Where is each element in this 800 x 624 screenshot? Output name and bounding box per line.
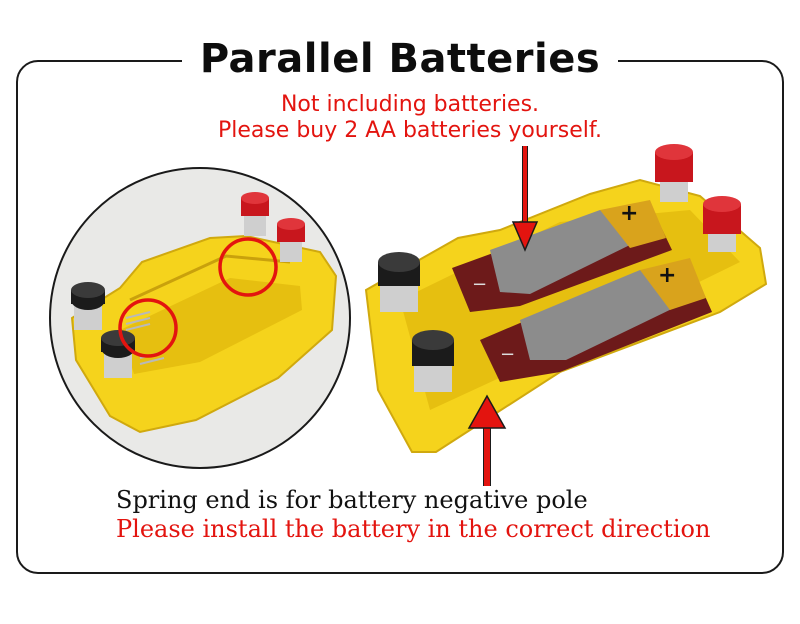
instruction-line-2: Please install the battery in the correc… (116, 515, 711, 543)
positive-sign-top: + (620, 201, 638, 226)
negative-sign-bottom: − (500, 344, 515, 365)
page-title: Parallel Batteries (181, 36, 619, 82)
negative-sign-top: − (472, 274, 487, 295)
notice-line-1: Not including batteries. (280, 92, 540, 117)
aa-battery-bottom (480, 258, 712, 382)
empty-holder-inset (49, 167, 351, 469)
positive-sign-bottom: + (658, 263, 676, 288)
black-terminal-icon (71, 282, 105, 330)
notice-line-2: Please buy 2 AA batteries yourself. (217, 118, 603, 143)
battery-holder: + + − − (364, 144, 768, 453)
instruction-line-1: Spring end is for battery negative pole (116, 486, 588, 514)
red-terminal-icon (655, 144, 693, 202)
up-arrow-icon (467, 394, 507, 486)
red-terminal-icon (241, 192, 269, 236)
black-terminal-icon (378, 252, 420, 312)
aa-battery-top (452, 200, 672, 312)
down-arrow-icon (511, 146, 539, 252)
title-wrapper: Parallel Batteries (0, 36, 800, 82)
